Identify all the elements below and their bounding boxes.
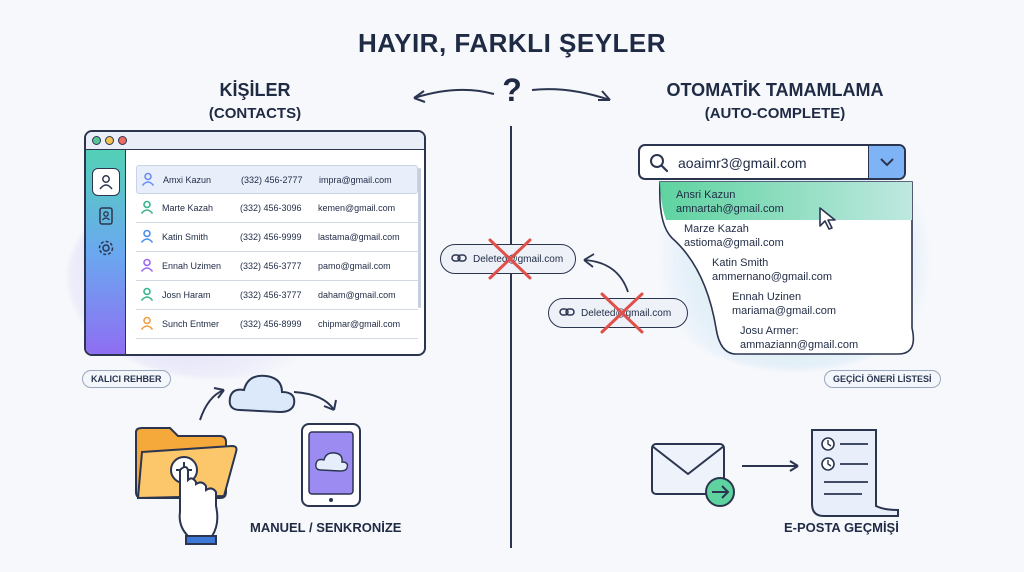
sidebar-addressbook-button[interactable] bbox=[92, 202, 120, 230]
suggestion-name: Ansri Kazun bbox=[676, 189, 736, 201]
person-icon bbox=[141, 172, 159, 188]
suggestion-name: Katin Smith bbox=[712, 257, 769, 269]
sidebar-settings-button[interactable] bbox=[92, 234, 120, 262]
person-icon bbox=[140, 316, 158, 332]
contact-name: Ennah Uzimen bbox=[162, 261, 222, 271]
suggestion-email: ammazіann@gmail.com bbox=[740, 339, 859, 351]
contact-row[interactable]: Sunch Entmer (332) 456-8999 chipmar@gmail.… bbox=[136, 310, 418, 339]
person-icon bbox=[140, 229, 158, 245]
chevron-down-icon bbox=[879, 158, 894, 167]
contact-row[interactable]: Josn Haram (332) 456-3777 daham@gmail.com bbox=[136, 281, 418, 310]
contacts-heading-subtitle: (CONTACTS) bbox=[208, 105, 302, 122]
contact-email: lastama@gmail.com bbox=[318, 232, 400, 242]
person-icon bbox=[140, 287, 158, 303]
contact-email: impra@gmail.com bbox=[319, 174, 392, 185]
search-icon bbox=[650, 154, 669, 173]
suggestion-email: ammernano@gmail.com bbox=[712, 271, 832, 283]
suggestion-item[interactable]: Ansri Kazun amnartah@gmail.com bbox=[676, 188, 784, 216]
dropdown-toggle-button[interactable] bbox=[868, 146, 904, 178]
suggestion-email: mariama@gmail.com bbox=[732, 305, 837, 317]
cross-icon bbox=[488, 238, 532, 280]
gear-icon bbox=[98, 240, 114, 256]
temporary-suggestion-label: GEÇİCİ ÖNERİ LİSTESİ bbox=[824, 370, 941, 388]
question-mark: ? bbox=[502, 72, 522, 108]
contact-phone: (332) 456-8999 bbox=[240, 319, 302, 329]
permanent-directory-label: KALICI REHBER bbox=[82, 370, 171, 388]
suggestion-name: Marze Kazah bbox=[684, 223, 749, 235]
person-icon bbox=[140, 200, 158, 216]
cross-icon bbox=[600, 292, 644, 334]
suggestion-item[interactable]: Josu Armer: ammazіann@gmail.com bbox=[740, 324, 858, 352]
contact-phone: (332) 456-3777 bbox=[240, 290, 302, 300]
email-search-field[interactable]: aoaimr3@gmail.com bbox=[638, 144, 906, 180]
link-icon bbox=[451, 252, 473, 267]
suggestion-dropdown bbox=[658, 181, 915, 355]
contact-name: Katin Smith bbox=[162, 232, 209, 242]
suggestion-item[interactable]: Marze Kazah astioma@gmail.com bbox=[684, 222, 784, 250]
contacts-sidebar bbox=[86, 150, 126, 354]
person-icon bbox=[140, 258, 158, 274]
contact-email: kemen@gmail.com bbox=[318, 203, 396, 213]
contact-name: Marte Kazah bbox=[162, 203, 214, 213]
email-history-caption: E-POSTA GEÇMİŞİ bbox=[784, 520, 899, 535]
suggestion-name: Josu Armer: bbox=[740, 325, 799, 337]
autocomplete-heading-title: OTOMATİK TAMAMLAMA bbox=[666, 80, 884, 100]
contacts-heading: KİŞİLER (CONTACTS) bbox=[150, 78, 360, 126]
contact-email: daham@gmail.com bbox=[318, 290, 396, 300]
autocomplete-heading: OTOMATİK TAMAMLAMA (AUTO-COMPLETE) bbox=[640, 78, 910, 126]
mouse-cursor-icon bbox=[819, 207, 836, 230]
suggestion-item[interactable]: Ennah Uzinen mariama@gmail.com bbox=[732, 290, 836, 318]
center-divider bbox=[510, 126, 512, 548]
contact-row[interactable]: Marte Kazah (332) 456-3096 kemen@gmail.com bbox=[136, 194, 418, 223]
sidebar-contacts-button[interactable] bbox=[92, 168, 120, 196]
deleted-pill-text: Deleted@gmail.com bbox=[473, 253, 564, 265]
link-icon bbox=[559, 306, 581, 321]
contact-email: chipmar@gmail.com bbox=[318, 319, 401, 329]
contact-phone: (332) 456-2777 bbox=[241, 174, 303, 185]
suggestion-item[interactable]: Katin Smith ammernano@gmail.com bbox=[712, 256, 832, 284]
curved-arrow-icon bbox=[583, 253, 629, 293]
address-book-icon bbox=[99, 207, 113, 225]
contact-email: pamo@gmail.com bbox=[318, 261, 391, 271]
contact-phone: (332) 456-3777 bbox=[240, 261, 302, 271]
contact-row[interactable]: Amxi Kazun (332) 456-2777 impra@gmail.com bbox=[136, 165, 418, 194]
page-title: HAYIR, FARKLI ŞEYLER bbox=[357, 28, 667, 58]
sync-illustration bbox=[135, 374, 361, 545]
contact-name: Josn Haram bbox=[162, 290, 211, 300]
suggestion-email: amnartah@gmail.com bbox=[676, 203, 784, 215]
window-dot-icon[interactable] bbox=[105, 136, 114, 145]
person-icon bbox=[99, 175, 113, 190]
contacts-scrollbar[interactable] bbox=[418, 168, 421, 308]
contact-row[interactable]: Ennah Uzimen (332) 456-3777 pamo@gmail.com bbox=[136, 252, 418, 281]
contact-row[interactable]: Katin Smith (332) 456-9999 lastama@gmail.c… bbox=[136, 223, 418, 252]
contact-phone: (332) 456-9999 bbox=[240, 232, 302, 242]
window-dot-icon[interactable] bbox=[92, 136, 101, 145]
contacts-heading-title: KİŞİLER bbox=[219, 80, 291, 100]
contact-phone: (332) 456-3096 bbox=[240, 203, 302, 213]
window-title-bar bbox=[86, 132, 424, 150]
question-arrows bbox=[413, 88, 611, 103]
autocomplete-heading-subtitle: (AUTO-COMPLETE) bbox=[704, 105, 846, 122]
window-dot-icon[interactable] bbox=[118, 136, 127, 145]
deleted-pill: Deleted@gmail.com bbox=[548, 298, 688, 328]
contact-name: Sunch Entmer bbox=[162, 319, 220, 329]
suggestion-name: Ennah Uzinen bbox=[732, 291, 802, 303]
sync-caption: MANUEL / SENKRONİZE bbox=[250, 520, 402, 535]
suggestion-email: astioma@gmail.com bbox=[684, 237, 784, 249]
search-input-value[interactable]: aoaimr3@gmail.com bbox=[678, 155, 807, 171]
email-history-illustration bbox=[651, 429, 899, 517]
deleted-pill-text: Deleted@gmail.com bbox=[581, 307, 672, 319]
contact-name: Amxi Kazun bbox=[163, 174, 212, 185]
